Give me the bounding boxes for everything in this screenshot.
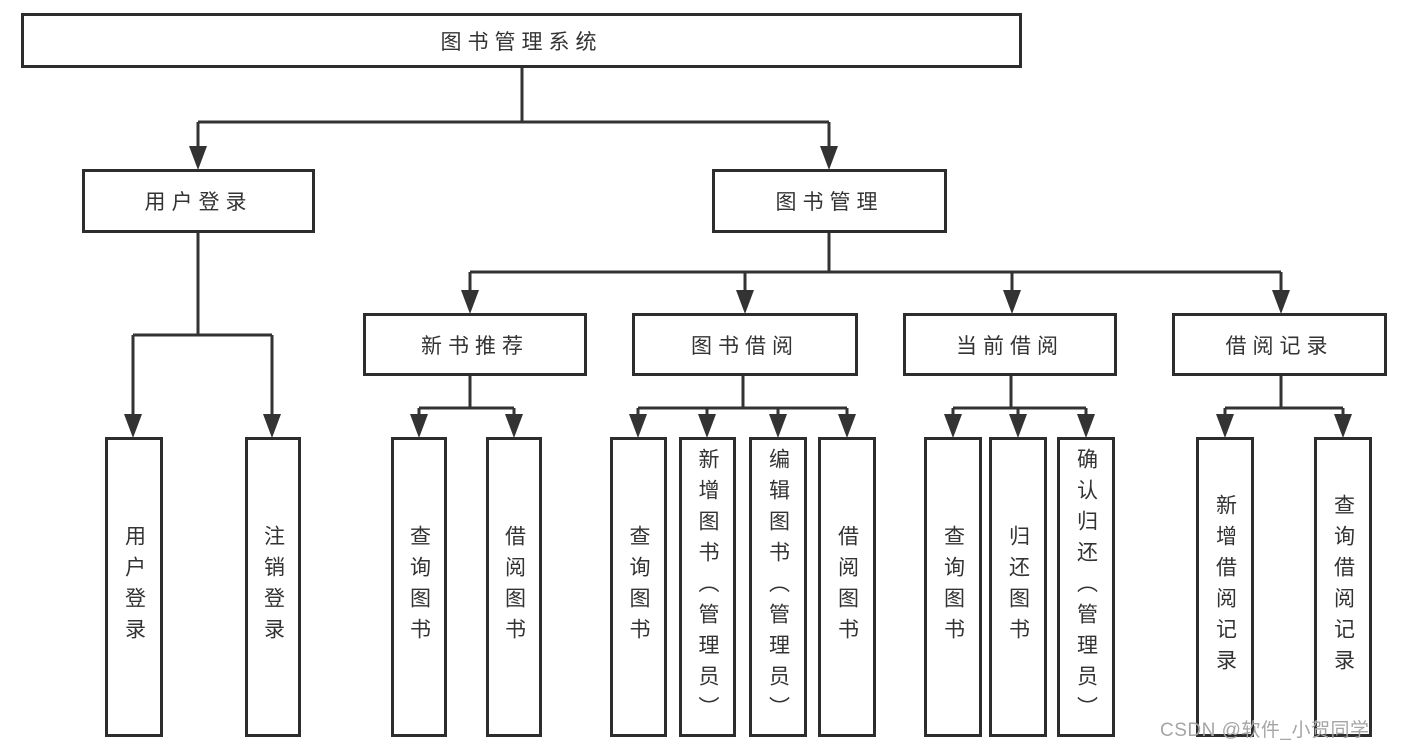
arrowheads-level2	[189, 146, 838, 170]
leaf-label: 借阅图书	[835, 525, 859, 649]
leaf-label: 查询借阅记录	[1331, 494, 1355, 680]
leaf-label: 归还图书	[1006, 525, 1030, 649]
arrowheads-new-book-children	[410, 414, 523, 438]
leaf-label: 用户登录	[122, 525, 146, 649]
node-new-book-recommend: 新书推荐	[363, 313, 587, 376]
node-current-borrow: 当前借阅	[903, 313, 1117, 376]
connector-root-to-level2	[196, 68, 831, 162]
leaf-borrow-books-recommend: 借阅图书	[486, 437, 542, 737]
connector-book-borrow-children	[636, 376, 849, 430]
leaf-return-books: 归还图书	[989, 437, 1047, 737]
leaf-label: 新增图书（管理员）	[696, 447, 719, 727]
leaf-user-login: 用户登录	[105, 437, 163, 737]
watermark: CSDN @软件_小贺同学	[1160, 720, 1370, 741]
arrowheads-book-borrow-children	[629, 414, 856, 438]
connector-user-login-children	[131, 233, 274, 430]
leaf-query-borrow-record: 查询借阅记录	[1314, 437, 1372, 737]
leaf-confirm-return-admin: 确认归还（管理员）	[1057, 437, 1115, 737]
leaf-label: 借阅图书	[502, 525, 526, 649]
leaf-label: 注销登录	[261, 525, 285, 649]
leaf-borrow-books: 借阅图书	[818, 437, 876, 737]
node-book-borrow: 图书借阅	[632, 313, 858, 376]
leaf-label: 查询图书	[407, 525, 431, 649]
connector-borrow-records-children	[1223, 376, 1345, 430]
connector-new-book-children	[417, 376, 516, 430]
leaf-add-books-admin: 新增图书（管理员）	[679, 437, 736, 737]
leaf-logout: 注销登录	[245, 437, 301, 737]
node-root: 图书管理系统	[21, 13, 1022, 68]
leaf-label: 查询图书	[627, 525, 650, 649]
leaf-edit-books-admin: 编辑图书（管理员）	[749, 437, 807, 737]
leaf-label: 编辑图书（管理员）	[766, 447, 790, 727]
leaf-query-books-current: 查询图书	[924, 437, 982, 737]
arrowheads-user-login-children	[124, 414, 281, 438]
arrowheads-level3	[461, 290, 1290, 314]
connector-current-borrow-children	[951, 376, 1088, 430]
node-book-management: 图书管理	[712, 169, 947, 233]
leaf-label: 新增借阅记录	[1213, 494, 1237, 680]
arrowheads-borrow-records-children	[1216, 414, 1352, 438]
leaf-query-books-borrow: 查询图书	[610, 437, 667, 737]
leaf-query-books-recommend: 查询图书	[391, 437, 447, 737]
leaf-label: 确认归还（管理员）	[1074, 447, 1098, 727]
arrowheads-current-borrow-children	[944, 414, 1095, 438]
leaf-label: 查询图书	[941, 525, 965, 649]
connector-book-management-children	[468, 233, 1283, 306]
node-borrow-records: 借阅记录	[1172, 313, 1387, 376]
node-user-login: 用户登录	[82, 169, 315, 233]
leaf-add-borrow-record: 新增借阅记录	[1196, 437, 1254, 737]
